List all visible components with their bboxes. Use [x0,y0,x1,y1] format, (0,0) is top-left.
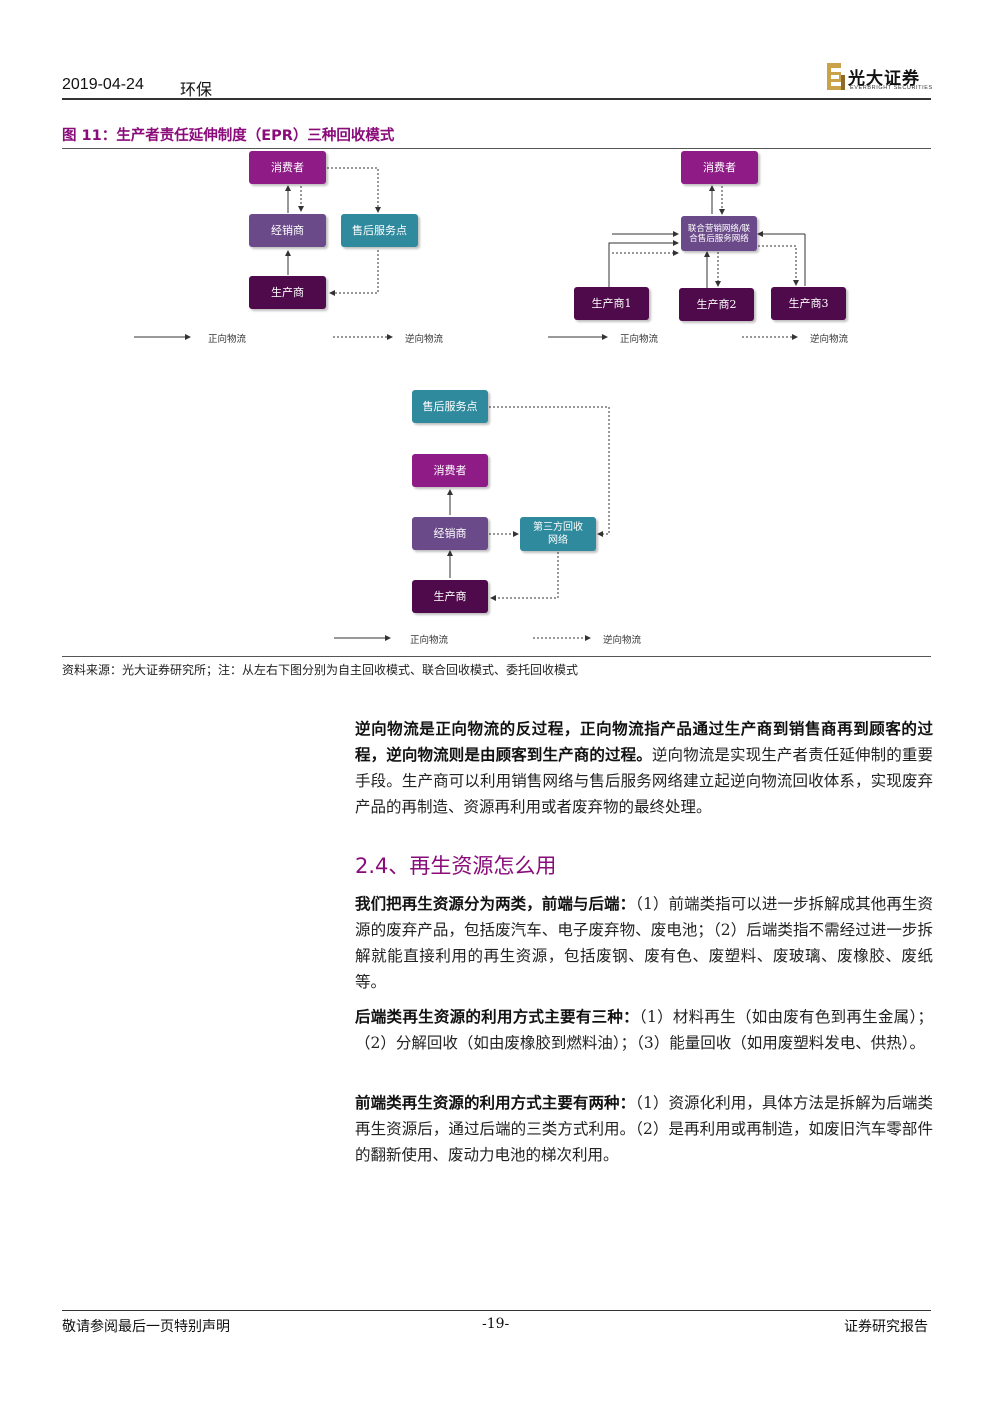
logo-icon [827,63,845,90]
logo-english: EVERBRIGHT SECURITIES [850,85,933,91]
left-dealer-node: 经销商 [249,214,326,247]
paragraph-lead: 逆向物流是正向物流的反过程，正向物流指产品通过生产商到销售商再到顾客的过程，逆向… [355,719,933,764]
figure-top-rule [62,148,931,149]
right-legend-reverse: 逆向物流 [810,334,849,345]
paragraph-classification: 我们把再生资源分为两类，前端与后端：（1）前端类指可以进一步拆解成其他再生资源的… [355,891,933,995]
bottom-consumer-node: 消费者 [412,454,488,487]
bottom-legend-reverse: 逆向物流 [603,635,642,646]
right-producer2-node: 生产商2 [679,288,754,321]
figure-title: 图 11：生产者责任延伸制度（EPR）三种回收模式 [62,128,395,144]
footer-rule [62,1310,931,1311]
section-heading: 2.4、再生资源怎么用 [355,854,557,878]
left-legend-forward: 正向物流 [208,334,247,345]
paragraph-body: （1）资源化利用，具体方法是拆解为后端类再生资源后，通过后端的三类方式利用。（2… [355,1094,933,1164]
paragraph-lead: 后端类再生资源的利用方式主要有三种： [355,1007,639,1026]
bottom-dealer-node: 经销商 [412,517,488,550]
report-date: 2019-04-24 [62,76,144,93]
paragraph-reverse-logistics: 逆向物流是正向物流的反过程，正向物流指产品通过生产商到销售商再到顾客的过程，逆向… [355,716,933,820]
paragraph-body: （1）材料再生（如由废有色到再生金属）；（2）分解回收（如由废橡胶到燃料油）；（… [355,1008,933,1052]
left-producer-node: 生产商 [249,276,326,309]
page-number: -19- [482,1316,510,1332]
figure-connectors [134,167,806,641]
figure-source: 资料来源：光大证券研究所；注：从左右下图分别为自主回收模式、联合回收模式、委托回… [62,663,579,677]
footer-disclaimer: 敬请参阅最后一页特别声明 [62,1319,230,1335]
paragraph-body: （1）前端类指可以进一步拆解成其他再生资源的废弃产品，包括废汽车、电子废弃物、废… [355,895,933,991]
figure-bottom-rule [62,656,931,657]
logo-name: 光大证券 [848,69,920,89]
left-consumer-node: 消费者 [249,151,326,184]
left-service-node: 售后服务点 [341,214,418,247]
right-producer3-node: 生产商3 [771,287,846,320]
bottom-legend-forward: 正向物流 [410,635,449,646]
paragraph-frontend-use: 前端类再生资源的利用方式主要有两种：（1）资源化利用，具体方法是拆解为后端类再生… [355,1090,933,1168]
paragraph-body: 逆向物流是实现生产者责任延伸制的重要手段。生产商可以利用销售网络与售后服务网络建… [355,746,933,816]
paragraph-lead: 前端类再生资源的利用方式主要有两种： [355,1093,636,1112]
left-legend-reverse: 逆向物流 [405,334,444,345]
bottom-third-party-node: 第三方回收网络 [520,517,596,551]
paragraph-backend-use: 后端类再生资源的利用方式主要有三种：（1）材料再生（如由废有色到再生金属）；（2… [355,1004,933,1056]
bottom-producer-node: 生产商 [412,580,488,613]
header-rule [62,98,931,100]
right-consumer-node: 消费者 [681,151,758,184]
right-legend-forward: 正向物流 [620,334,659,345]
bottom-service-node: 售后服务点 [412,390,488,423]
right-producer1-node: 生产商1 [574,287,649,320]
right-network-node: 联合营销网络/联合售后服务网络 [681,216,757,251]
paragraph-lead: 我们把再生资源分为两类，前端与后端： [355,894,636,913]
footer-report-type: 证券研究报告 [844,1319,928,1335]
report-sector: 环保 [180,82,213,99]
